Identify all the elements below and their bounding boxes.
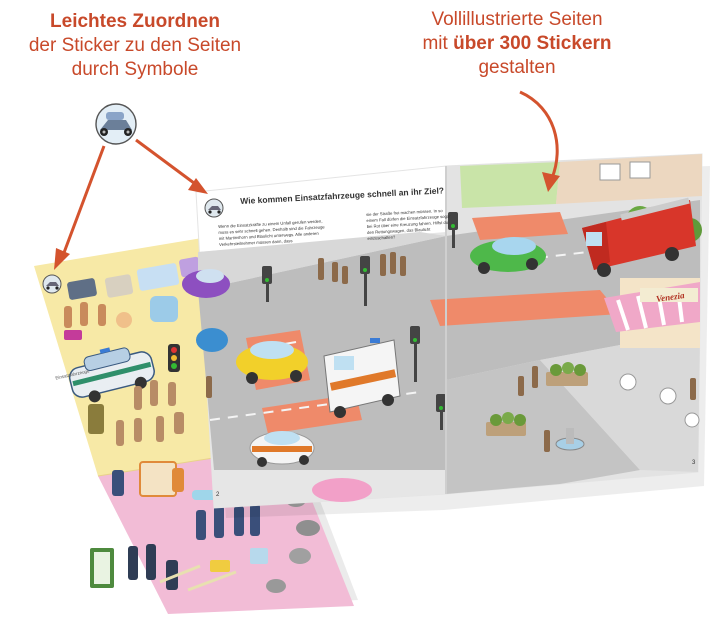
bottom-emergency-car [249,431,315,467]
open-book [182,153,710,518]
page-number-right: 3 [692,460,696,466]
caption-right-bold: über 300 Stickern [453,33,612,54]
motorcycle-symbol-badge [95,103,137,145]
caption-left-bold: Leichtes Zuordnen [50,11,220,32]
pink-car [312,478,372,502]
yellow-taxi [236,341,308,384]
book-body-right: sie der Straße frei machen müssen. In so… [366,207,451,241]
caption-right-prefix: mit [422,33,454,54]
arrow-to-book-illustration [519,90,559,179]
caption-right-line1: Vollillustrierte Seiten [431,9,603,30]
police-car-sticker [68,347,155,403]
purple-car [182,269,230,298]
caption-left-line3: durch Symbole [71,59,199,80]
green-car [470,237,546,274]
ambulance [323,338,401,418]
arrow-to-sticker-sheet [60,145,106,259]
caption-left: Leichtes Zuordnen der Sticker zu den Sei… [10,10,260,82]
fire-truck [582,197,696,277]
arrow-to-book-page [135,138,199,188]
road [198,236,446,470]
page-number-left: 2 [216,492,220,498]
caption-right: Vollillustrierte Seiten mit über 300 Sti… [392,8,642,80]
caption-right-line3: gestalten [478,57,556,78]
caption-left-line2: der Sticker zu den Seiten [28,35,242,56]
